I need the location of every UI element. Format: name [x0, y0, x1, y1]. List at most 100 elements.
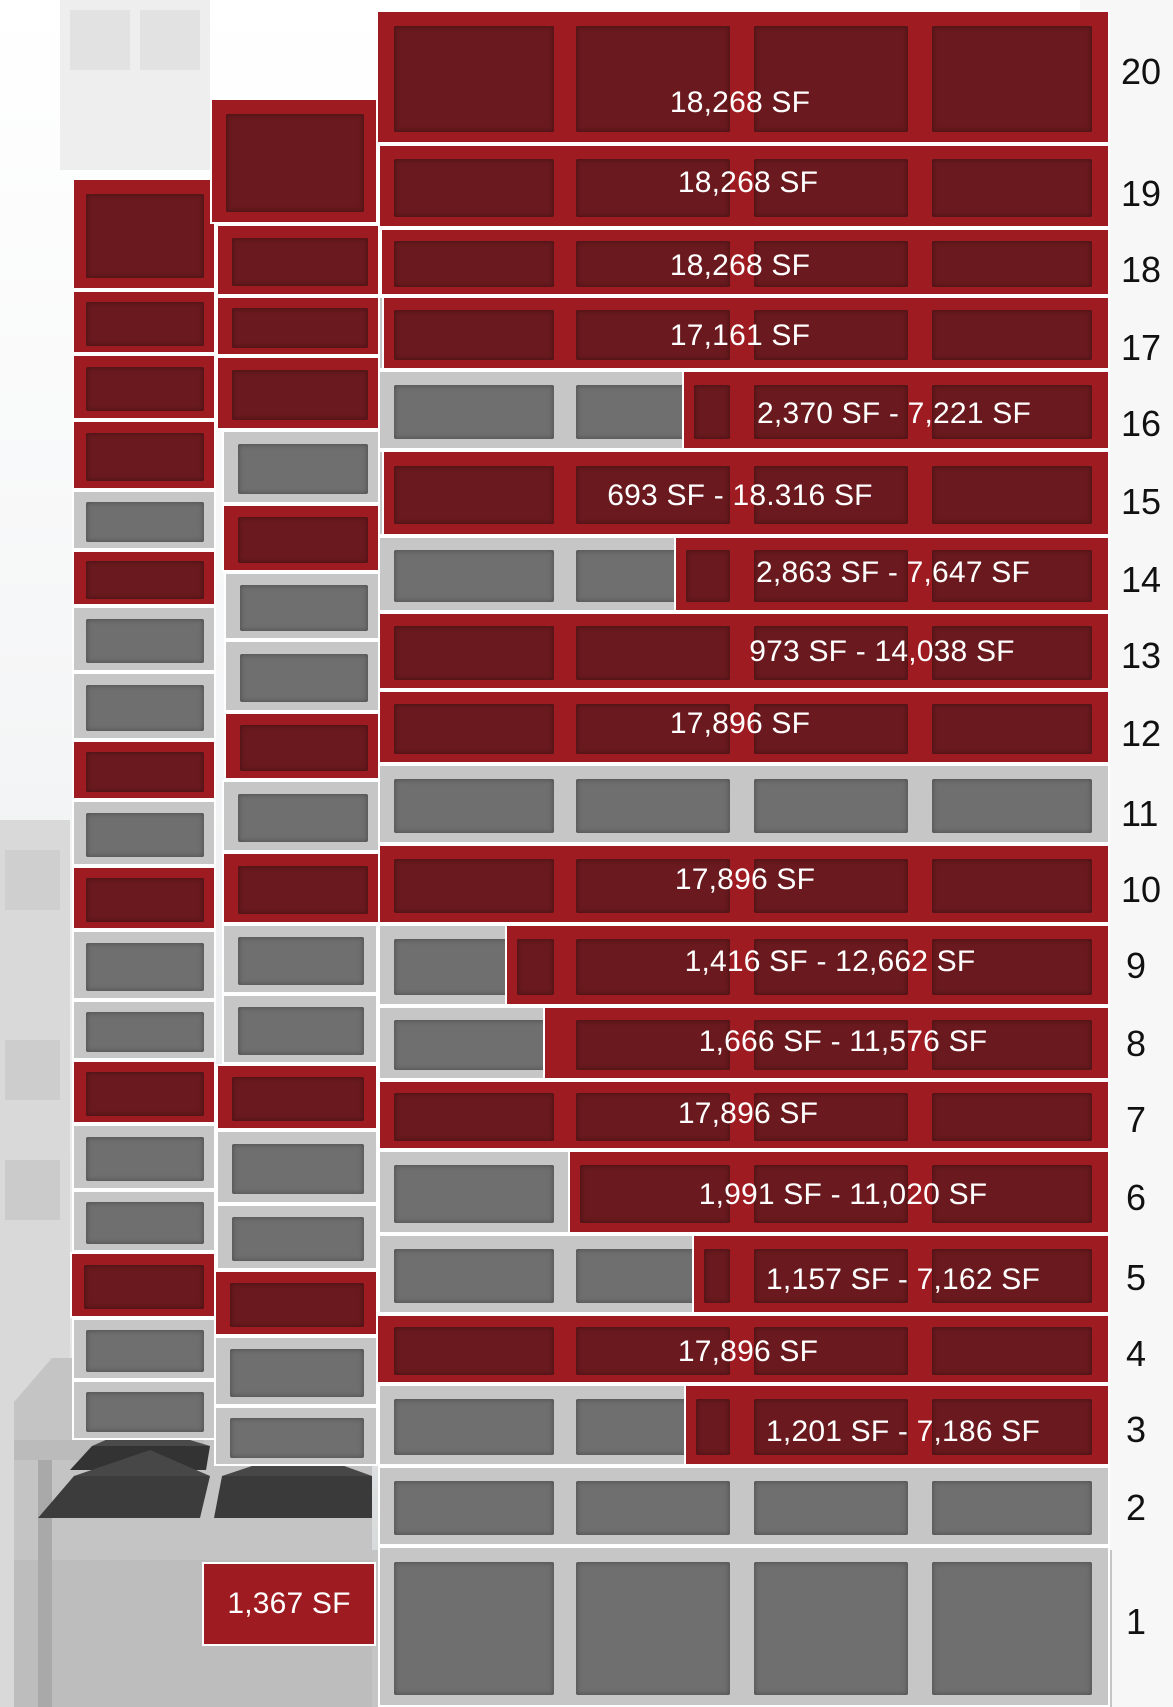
left-column-unit[interactable]	[72, 490, 216, 550]
window	[932, 550, 1092, 602]
window	[754, 1562, 908, 1695]
floor-16-available-space[interactable]	[682, 370, 1110, 450]
left-column-unit[interactable]	[72, 930, 216, 1000]
window	[576, 703, 730, 755]
floor-7-available-space[interactable]	[378, 1080, 1110, 1150]
left-column-unit[interactable]	[72, 800, 216, 866]
floor-14-available-space[interactable]	[674, 536, 1110, 612]
left-column-unit[interactable]	[72, 550, 216, 606]
left-column-unit[interactable]	[72, 354, 216, 420]
left-column-unit[interactable]	[72, 606, 216, 672]
floor-8-available-space[interactable]	[543, 1006, 1110, 1080]
window	[932, 1562, 1092, 1695]
window	[86, 1011, 204, 1053]
window	[932, 240, 1092, 288]
window	[754, 1327, 908, 1375]
left-column-unit[interactable]	[72, 1124, 216, 1190]
left-column-unit[interactable]	[72, 866, 216, 930]
floor-9-available-space[interactable]	[505, 924, 1110, 1006]
window	[754, 309, 908, 361]
window	[238, 793, 368, 843]
floor-17-area-label: 17,161 SF	[669, 319, 811, 352]
floor-1-base[interactable]	[378, 1546, 1110, 1707]
middle-column-unit[interactable]	[216, 224, 382, 296]
window	[230, 1282, 364, 1328]
window	[232, 369, 368, 421]
middle-column-unit[interactable]	[216, 1130, 378, 1204]
window	[86, 751, 204, 793]
window	[86, 812, 204, 858]
floor-20-available-space[interactable]	[376, 10, 1110, 144]
floor-19-number: 19	[1121, 173, 1162, 214]
floor-15-available-space[interactable]	[382, 450, 1110, 536]
left-column-unit[interactable]	[72, 178, 216, 290]
left-column-unit[interactable]	[72, 420, 216, 490]
window	[394, 858, 554, 914]
window	[754, 1480, 908, 1536]
floor-12-available-space[interactable]	[378, 690, 1110, 764]
middle-column-unit[interactable]	[222, 504, 382, 572]
floor-20-number: 20	[1121, 51, 1162, 92]
floor-11-base[interactable]	[378, 764, 1110, 844]
left-column-unit[interactable]	[72, 1000, 216, 1060]
window	[240, 653, 368, 703]
middle-column-unit[interactable]	[224, 572, 382, 640]
middle-column-unit[interactable]	[210, 98, 378, 224]
window	[517, 939, 554, 995]
floor-18-available-space[interactable]	[380, 228, 1110, 296]
window	[576, 26, 730, 132]
window	[754, 1019, 908, 1071]
floor-13-available-space[interactable]	[378, 612, 1110, 690]
middle-column-unit[interactable]	[222, 924, 378, 994]
window	[576, 1093, 730, 1141]
left-column-unit[interactable]	[72, 1190, 216, 1252]
floor-3-available-space[interactable]	[684, 1384, 1110, 1466]
floor-9-number: 9	[1126, 945, 1147, 986]
middle-column-unit[interactable]	[216, 1204, 378, 1270]
middle-column-unit[interactable]	[222, 852, 382, 924]
middle-column-unit[interactable]	[222, 994, 378, 1064]
window	[394, 1327, 554, 1375]
left-column-unit[interactable]	[72, 672, 216, 740]
left-column-unit[interactable]	[72, 740, 216, 800]
floor-2-number: 2	[1126, 1487, 1147, 1528]
middle-column-unit[interactable]	[216, 356, 382, 430]
middle-column-unit[interactable]	[224, 712, 382, 780]
left-column-unit[interactable]	[72, 290, 216, 354]
left-column-unit[interactable]	[72, 1380, 216, 1440]
middle-column-unit[interactable]	[224, 640, 382, 712]
floor-15-number: 15	[1121, 481, 1162, 522]
window	[576, 939, 730, 995]
floor-1-available-space[interactable]	[202, 1562, 376, 1646]
window	[932, 939, 1092, 995]
window	[932, 1480, 1092, 1536]
floor-19-area-label: 18,268 SF	[677, 166, 819, 199]
floor-19-available-space[interactable]	[378, 144, 1110, 228]
middle-column-unit[interactable]	[222, 780, 382, 852]
window	[932, 778, 1092, 834]
left-column-unit[interactable]	[70, 1252, 216, 1318]
window	[86, 618, 204, 664]
window	[86, 1329, 204, 1373]
middle-column-unit[interactable]	[216, 1064, 378, 1130]
left-column-unit[interactable]	[72, 1060, 216, 1124]
floor-7-area-label: 17,896 SF	[677, 1097, 819, 1130]
window	[932, 858, 1092, 914]
floor-10-available-space[interactable]	[378, 844, 1110, 924]
middle-column-unit[interactable]	[222, 430, 382, 504]
floor-5-available-space[interactable]	[692, 1234, 1110, 1314]
middle-column-unit[interactable]	[214, 1336, 378, 1406]
floor-2-base[interactable]	[378, 1466, 1110, 1546]
floor-6-available-space[interactable]	[568, 1150, 1110, 1234]
window	[754, 703, 908, 755]
window	[932, 1399, 1092, 1455]
floor-16-area-label: 2,370 SF - 7,221 SF	[757, 397, 1031, 430]
floor-17-available-space[interactable]	[382, 296, 1110, 370]
floor-18-area-label: 18,268 SF	[669, 249, 811, 282]
middle-column-unit[interactable]	[214, 1270, 378, 1336]
window	[394, 384, 554, 440]
middle-column-unit[interactable]	[216, 296, 382, 356]
floor-4-available-space[interactable]	[376, 1314, 1110, 1384]
middle-column-unit[interactable]	[214, 1406, 378, 1466]
left-column-unit[interactable]	[72, 1318, 216, 1380]
